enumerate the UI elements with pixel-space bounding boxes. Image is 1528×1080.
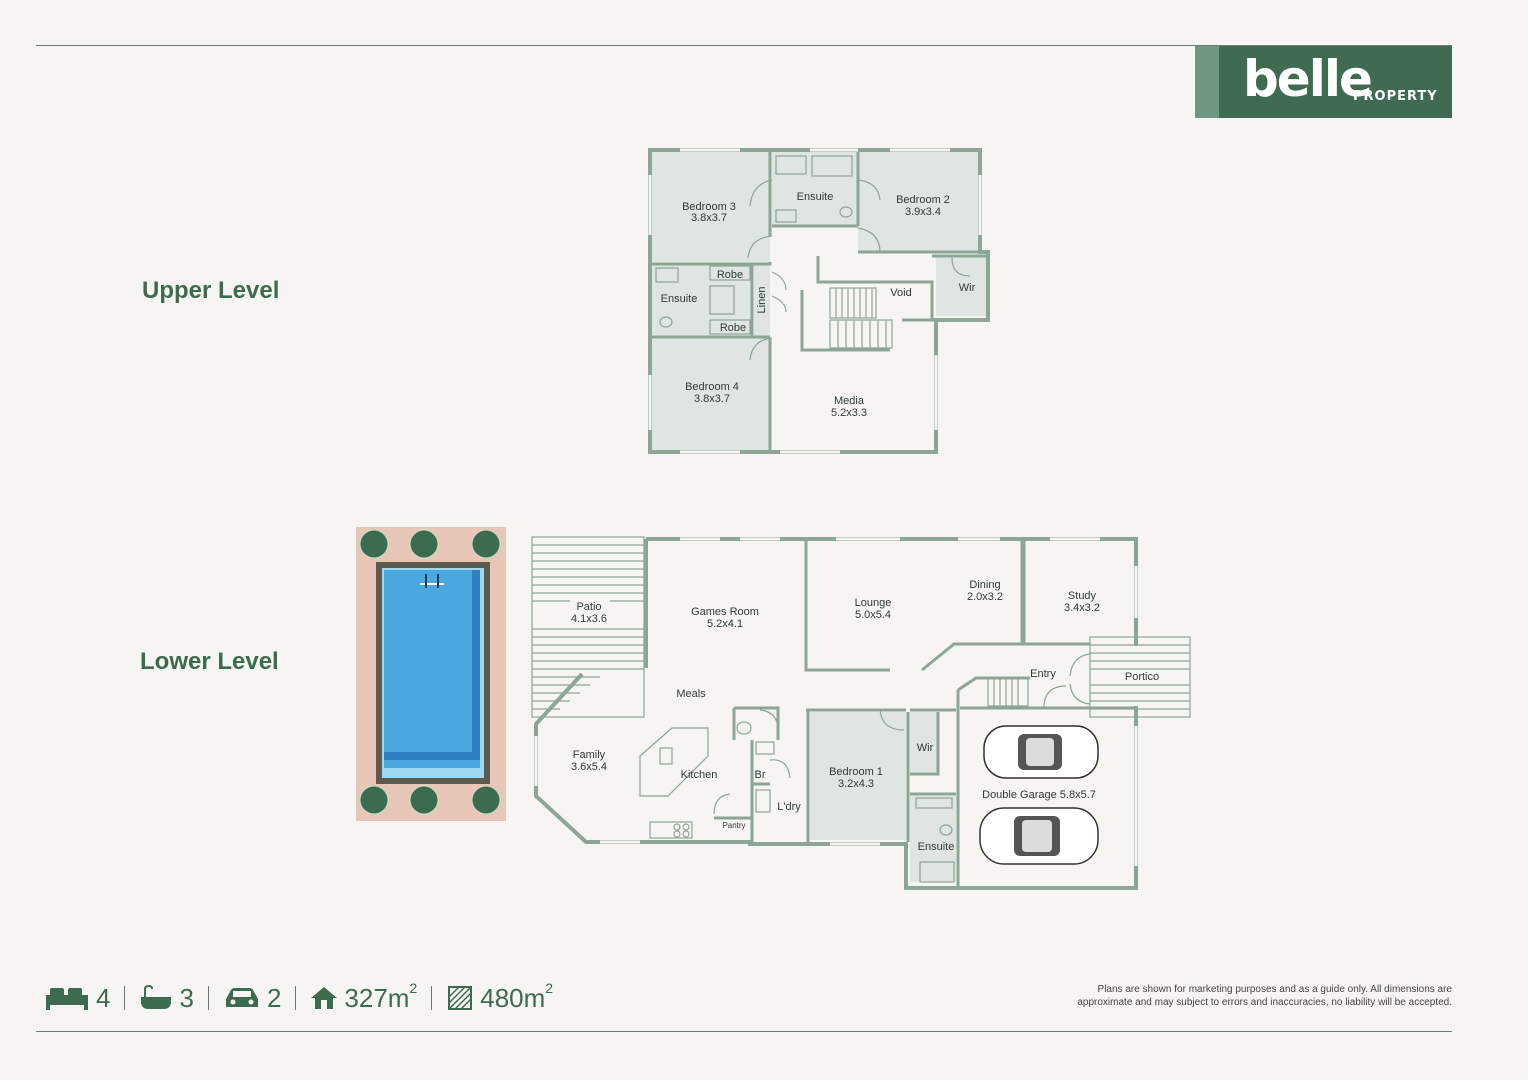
- media-dim: 5.2x3.3: [831, 407, 867, 419]
- study-label: Study: [1068, 590, 1097, 602]
- bathrooms-count: 3: [179, 982, 194, 1013]
- kitchen-island: [639, 727, 709, 797]
- lower-level-label: Lower Level: [140, 648, 279, 675]
- bed-icon: [46, 988, 88, 1010]
- ensuite-lower-label: Ensuite: [918, 841, 955, 853]
- upper-level-label: Upper Level: [142, 277, 280, 304]
- car-bottom: [979, 807, 1099, 865]
- land-area-unit-sup: 2: [545, 979, 554, 996]
- ensuite-top-fill: [772, 152, 858, 226]
- laundry-label: L'dry: [777, 801, 801, 813]
- lounge-dim: 5.0x5.4: [855, 609, 891, 621]
- house-icon: [311, 987, 338, 1009]
- upper-level-plan: Bedroom 3 3.8x3.7 Ensuite Bedroom 2 3.9x…: [648, 148, 990, 454]
- meals-label: Meals: [676, 688, 706, 700]
- bedroom3-dim: 3.8x3.7: [691, 212, 727, 224]
- br-label: Br: [755, 769, 766, 781]
- disclaimer-line-2: approximate and may subject to errors an…: [1077, 997, 1452, 1008]
- top-rule: [36, 45, 1452, 46]
- stat-house-area: 327m2: [310, 979, 418, 1014]
- media-label: Media: [834, 395, 865, 407]
- portico-decking: [1089, 636, 1191, 718]
- bedroom3-label: Bedroom 3: [682, 201, 736, 213]
- palm-plants: [359, 529, 501, 815]
- kitchen-label: Kitchen: [681, 769, 718, 781]
- stat-bedrooms: 4: [44, 983, 110, 1014]
- lower-stairs: [987, 677, 1029, 707]
- car-top: [983, 725, 1099, 779]
- brand-tag: PROPERTY: [1353, 89, 1438, 104]
- ensuite-top-label: Ensuite: [797, 191, 834, 203]
- family-dim: 3.6x5.4: [571, 761, 607, 773]
- games-room-label: Games Room: [691, 606, 759, 618]
- pool-area: [356, 527, 506, 821]
- bedroom3-fill: [652, 152, 770, 262]
- brand-name: belle: [1243, 50, 1373, 108]
- land-area-text: 480m: [480, 982, 546, 1013]
- stats-divider: [295, 986, 297, 1010]
- bedroom4-dim: 3.8x3.7: [694, 393, 730, 405]
- patio-label: Patio: [576, 601, 601, 613]
- robe2-label: Robe: [720, 322, 746, 334]
- bedroom4-label: Bedroom 4: [685, 381, 739, 393]
- family-label: Family: [573, 749, 606, 761]
- bedroom2-label: Bedroom 2: [896, 194, 950, 206]
- portico-label: Portico: [1125, 671, 1159, 683]
- upper-stairs: [829, 287, 893, 349]
- bath-icon: [141, 984, 172, 1009]
- car-icon: [225, 988, 258, 1007]
- robe1-label: Robe: [717, 269, 743, 281]
- dining-label: Dining: [969, 579, 1000, 591]
- house-area-text: 327m: [344, 982, 410, 1013]
- patio-dim: 4.1x3.6: [571, 613, 607, 625]
- linen-fill: [754, 264, 770, 336]
- garage-label: Double Garage 5.8x5.7: [982, 789, 1096, 801]
- lounge-label: Lounge: [855, 597, 892, 609]
- games-room-dim: 5.2x4.1: [707, 618, 743, 630]
- stat-bathrooms: 3: [139, 982, 194, 1014]
- land-area-value: 480m2: [480, 979, 554, 1014]
- void-label: Void: [890, 287, 911, 299]
- dining-dim: 2.0x3.2: [967, 591, 1003, 603]
- disclaimer: Plans are shown for marketing purposes a…: [992, 983, 1452, 1009]
- brand-logo[interactable]: belle PROPERTY: [1195, 46, 1452, 118]
- wir-upper-fill: [936, 256, 986, 316]
- house-area-unit-sup: 2: [409, 979, 418, 996]
- pool-water: [384, 570, 480, 768]
- car-spaces-count: 2: [266, 982, 282, 1013]
- ensuite-left-label: Ensuite: [661, 293, 698, 305]
- linen-label: Linen: [756, 287, 768, 314]
- land-area-icon: [448, 986, 473, 1010]
- bedrooms-count: 4: [96, 982, 111, 1013]
- bottom-rule: [36, 1031, 1452, 1032]
- wir-upper-label: Wir: [959, 282, 976, 294]
- bedroom2-fill: [858, 152, 978, 252]
- wir-lower-label: Wir: [917, 742, 934, 754]
- disclaimer-line-1: Plans are shown for marketing purposes a…: [1097, 984, 1452, 995]
- logo-stripe: [1195, 46, 1219, 118]
- study-dim: 3.4x3.2: [1064, 602, 1100, 614]
- stat-land-area: 480m2: [446, 979, 554, 1014]
- bedroom1-fill: [810, 712, 906, 840]
- house-area-value: 327m2: [344, 979, 418, 1014]
- bedroom1-dim: 3.2x4.3: [838, 778, 874, 790]
- stats-divider: [124, 986, 126, 1010]
- stat-car-spaces: 2: [223, 983, 281, 1014]
- lower-level-plan: Patio 4.1x3.6 Games Room 5.2x4.1 Lounge …: [531, 536, 1191, 890]
- stats-divider: [207, 986, 209, 1010]
- property-stats: 4 3 2 327m2 480m2: [44, 980, 553, 1016]
- ensuite-left-fill: [652, 264, 752, 336]
- stats-divider: [431, 986, 433, 1010]
- bedroom2-dim: 3.9x3.4: [905, 206, 941, 218]
- patio-decking: [531, 536, 645, 718]
- bedroom1-label: Bedroom 1: [829, 766, 883, 778]
- pantry-label: Pantry: [722, 821, 745, 830]
- entry-label: Entry: [1030, 668, 1056, 680]
